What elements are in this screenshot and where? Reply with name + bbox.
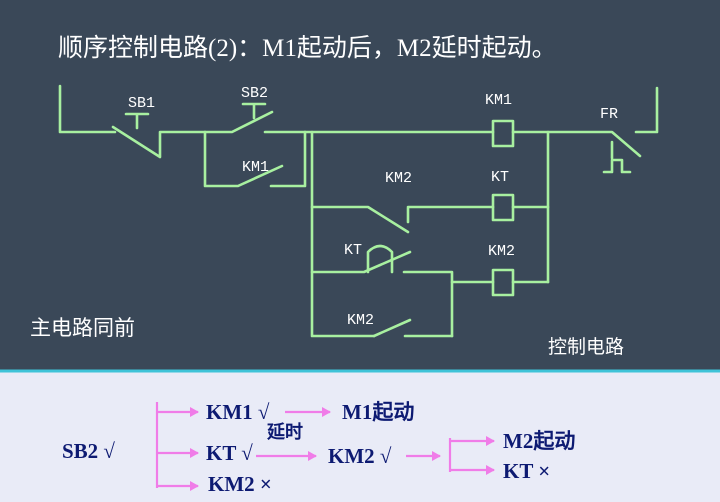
seq-km2-on: KM2 √	[328, 444, 392, 468]
kt-coil	[491, 193, 515, 222]
km2-nc-branch	[310, 205, 550, 234]
km2-no-contact	[372, 318, 454, 338]
seq-m2: M2起动	[503, 429, 576, 453]
label-km2-no-contact: KM2	[347, 312, 375, 329]
label-kt-contact: KT	[344, 242, 363, 259]
label-sb2: SB2	[241, 85, 269, 102]
label-km1-contact: KM1	[242, 159, 270, 176]
seq-sb2: SB2 √	[62, 439, 115, 463]
top-branch	[303, 86, 659, 158]
sb2-start-button	[203, 110, 307, 134]
km1-holding-contact	[203, 130, 307, 188]
seq-kt: KT √	[206, 441, 253, 465]
label-fr: FR	[600, 106, 619, 123]
label-km1-coil: KM1	[485, 92, 513, 109]
seq-km2-off: KM2 ×	[208, 472, 272, 496]
km1-coil	[491, 119, 515, 148]
sequence-arrows	[155, 402, 495, 491]
seq-kt-off: KT ×	[503, 459, 551, 483]
left-bus	[310, 130, 376, 338]
main-circuit-note: 主电路同前	[30, 316, 135, 340]
label-km2-nc-contact: KM2	[385, 170, 413, 187]
km2-coil	[491, 268, 515, 297]
seq-km1: KM1 √	[206, 400, 270, 424]
upper-panel	[0, 0, 720, 372]
kt-delay-symbol	[366, 244, 394, 274]
page-title: 顺序控制电路(2)：M1起动后，M2延时起动。	[58, 35, 557, 62]
sb2-actuator	[241, 102, 267, 120]
left-rail	[58, 84, 117, 134]
seq-delay: 延时	[267, 422, 303, 442]
label-kt-coil: KT	[491, 169, 510, 186]
control-circuit-label: 控制电路	[548, 336, 625, 358]
sb1-actuator	[124, 112, 150, 130]
seq-m1: M1起动	[342, 400, 415, 424]
control-circuit-wiring	[58, 84, 659, 338]
label-km2-coil: KM2	[488, 243, 516, 260]
lower-panel	[0, 372, 720, 502]
fr-thermal-element	[602, 140, 632, 174]
kt-delay-branch	[310, 250, 454, 338]
label-sb1: SB1	[128, 95, 156, 112]
sb1-stop-button	[111, 125, 207, 159]
